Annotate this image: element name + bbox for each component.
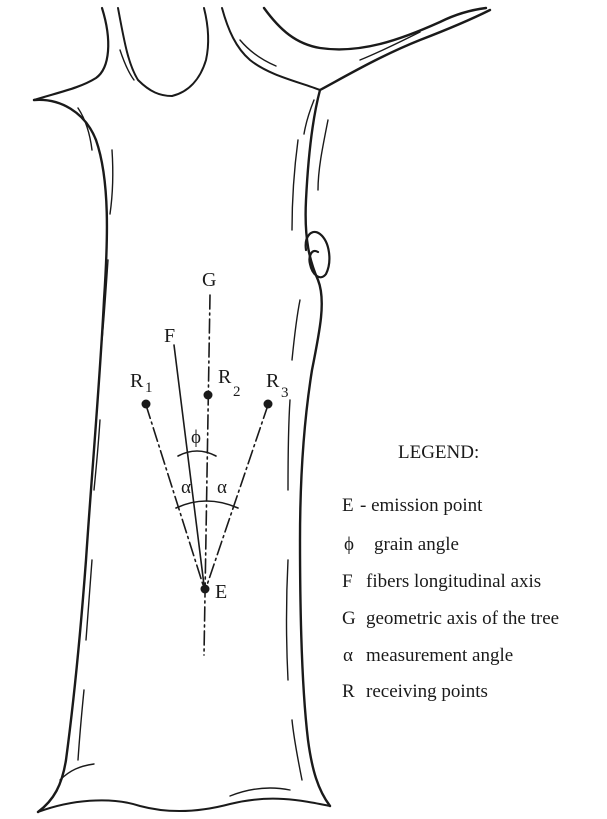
label-R1: R xyxy=(130,370,144,392)
legend-symbol-R: R xyxy=(342,681,355,702)
label-R3-sub: 3 xyxy=(281,385,289,401)
legend: LEGEND: E - emission point ϕ grain angle… xyxy=(342,442,559,702)
legend-symbol-E: E xyxy=(342,495,354,516)
label-F: F xyxy=(164,325,175,347)
receiving-point-R3 xyxy=(264,400,273,409)
legend-text-F: fibers longitudinal axis xyxy=(366,571,541,592)
right-branch-upper xyxy=(264,8,486,49)
label-alpha-left: α xyxy=(181,477,191,498)
label-G: G xyxy=(202,269,216,291)
legend-text-alpha: measurement angle xyxy=(366,645,513,666)
center-branch-right xyxy=(222,8,320,90)
left-branch-inner xyxy=(118,8,172,96)
left-branch-outer xyxy=(34,8,108,100)
phi-arc xyxy=(178,451,216,456)
legend-symbol-phi: ϕ xyxy=(344,534,354,555)
trunk-right-edge xyxy=(300,90,330,806)
crotch-left xyxy=(172,8,208,96)
legend-title: LEGEND: xyxy=(398,442,479,463)
knot xyxy=(306,232,330,277)
label-R2: R xyxy=(218,366,232,388)
label-R2-sub: 2 xyxy=(233,384,241,400)
legend-symbol-G: G xyxy=(342,608,356,629)
geometric-axis-G xyxy=(204,295,210,655)
measurement-lines xyxy=(146,295,268,655)
label-phi: ϕ xyxy=(191,427,201,448)
legend-text-E: - emission point xyxy=(360,495,483,516)
receiving-point-R2 xyxy=(204,391,213,400)
measurement-line-R3 xyxy=(206,405,268,588)
trunk-base xyxy=(38,799,330,812)
legend-text-phi: grain angle xyxy=(374,534,459,555)
legend-text-R: receiving points xyxy=(366,681,488,702)
receiving-point-R1 xyxy=(142,400,151,409)
legend-symbol-alpha: α xyxy=(343,645,353,666)
fiber-axis-F xyxy=(174,345,204,585)
emission-point-E xyxy=(201,585,210,594)
label-E: E xyxy=(215,581,227,603)
label-R1-sub: 1 xyxy=(145,380,153,396)
legend-text-G: geometric axis of the tree xyxy=(366,608,559,629)
trunk-left-edge xyxy=(34,100,107,812)
label-alpha-right: α xyxy=(217,477,227,498)
legend-symbol-F: F xyxy=(342,571,353,592)
label-R3: R xyxy=(266,370,280,392)
